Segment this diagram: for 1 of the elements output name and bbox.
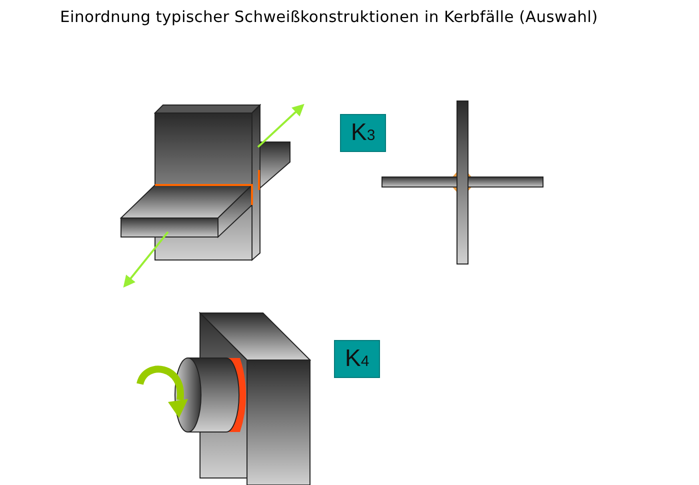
title: Einordnung typischer Schweißkonstruktionen in Kerbfälle (Auswahl) bbox=[60, 8, 599, 26]
